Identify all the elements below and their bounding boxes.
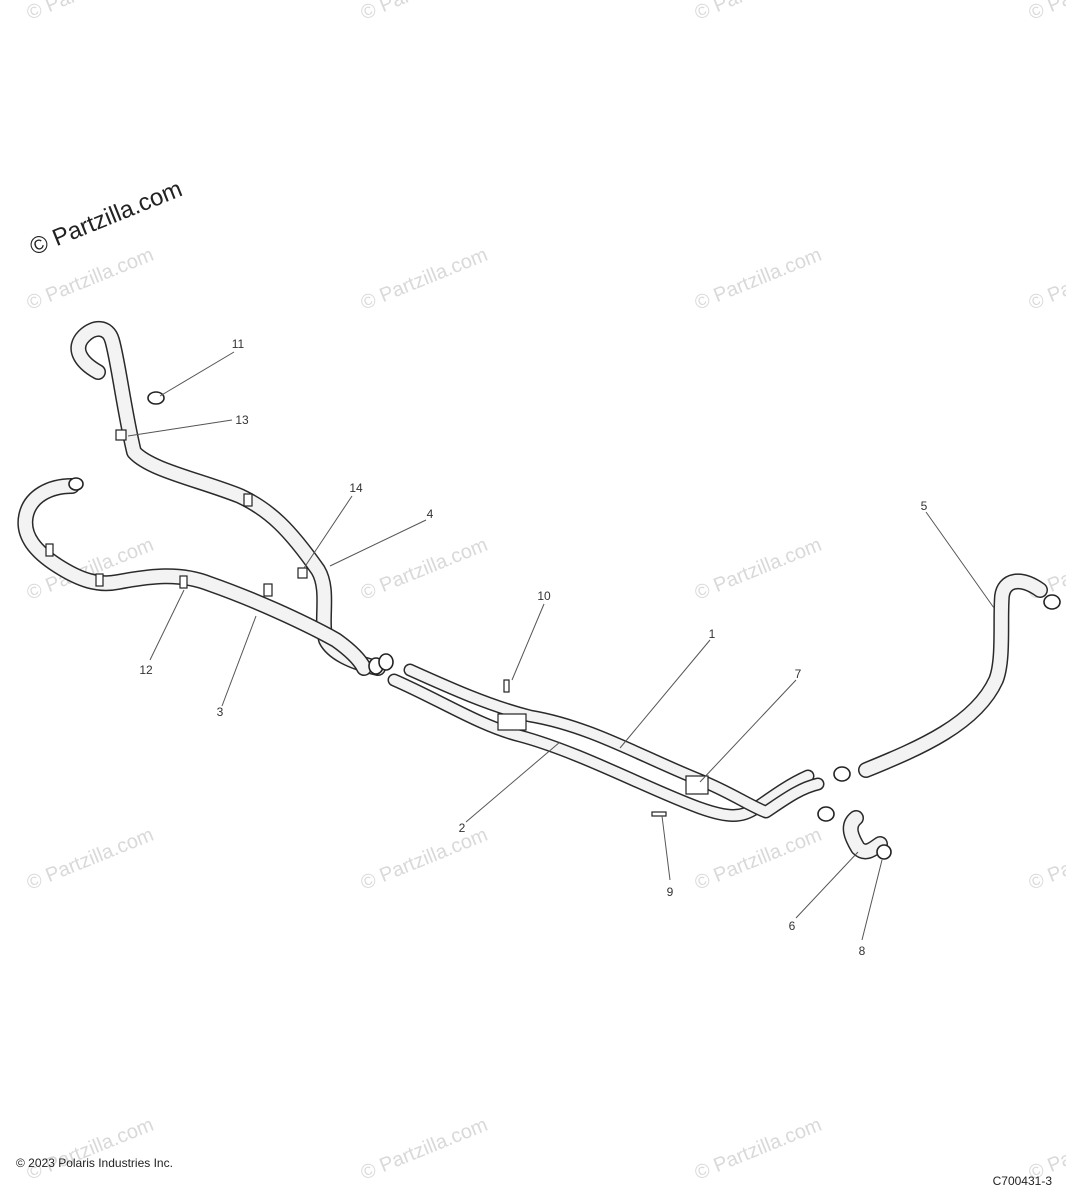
watermark-tile-3-0: © Partzilla.com [24,824,157,895]
watermark-tile-0-2: © Partzilla.com [692,0,825,25]
clamp-hose-5 [1043,594,1061,610]
callout-8: 8 [859,944,866,958]
diagram-code: C700431-3 [992,1174,1052,1188]
clip-hose-4 [243,493,253,507]
hose-part-5 [858,573,1048,778]
callout-13: 13 [235,413,249,427]
clip-hose-3-end [95,573,104,587]
callout-numbers: 1 2 3 4 5 6 7 8 9 10 11 12 13 14 [139,337,927,958]
callout-10: 10 [537,589,551,603]
watermark-tile-4-1: © Partzilla.com [358,1114,491,1185]
clip-hose-3 [263,583,273,597]
hose-part-3 [17,478,372,676]
clamps [45,391,1061,860]
watermark-tile-0-3: © Partzilla.com [1026,0,1066,25]
screw-part-10 [503,679,510,693]
screw-part-9 [651,811,667,817]
watermark-tile-1-2: © Partzilla.com [692,244,825,315]
watermark-tile-2-1: © Partzilla.com [358,534,491,605]
watermark-tile-0-0: © Partzilla.com [24,0,157,25]
callout-11: 11 [232,337,245,351]
hose-drawings [17,321,1048,860]
hose-part-6 [842,810,888,860]
callout-2: 2 [459,821,466,835]
clip-part-13 [115,429,127,441]
watermark-tile-3-3: © Partzilla.com [1026,824,1066,895]
clip-part-14 [297,567,308,579]
clamp-right-a [833,766,851,782]
callout-1: 1 [709,627,716,641]
copyright-notice: © 2023 Polaris Industries Inc. [16,1156,173,1170]
watermark-tile-4-0: © Partzilla.com [24,1114,157,1185]
clamp-center-b [378,653,394,671]
callout-4: 4 [427,507,434,521]
clip-hose-3-bend [45,543,54,557]
bracket-center [497,713,527,731]
callout-3: 3 [217,705,224,719]
watermark-tile-4-2: © Partzilla.com [692,1114,825,1185]
callout-12: 12 [139,663,153,677]
watermark-tile-1-3: © Partzilla.com [1026,244,1066,315]
clip-part-12 [179,575,188,589]
callout-6: 6 [789,919,796,933]
watermark-tile-1-1: © Partzilla.com [358,244,491,315]
watermark-tile-0-1: © Partzilla.com [358,0,491,25]
tube-part-1 [403,663,825,819]
watermark-tile-2-2: © Partzilla.com [692,534,825,605]
callout-5: 5 [921,499,928,513]
clamp-part-8 [876,844,892,860]
callout-14: 14 [349,481,363,495]
clamp-part-11 [147,391,165,405]
hose-part-4 [70,321,386,676]
leader-lines [127,351,995,941]
callout-9: 9 [667,885,674,899]
bracket-part-7 [685,775,709,795]
callout-7: 7 [795,667,802,681]
clamp-left-top [68,477,84,491]
watermark-tile-3-1: © Partzilla.com [358,824,491,895]
watermark-tile-3-2: © Partzilla.com [692,824,825,895]
clamp-right-b [817,806,835,822]
